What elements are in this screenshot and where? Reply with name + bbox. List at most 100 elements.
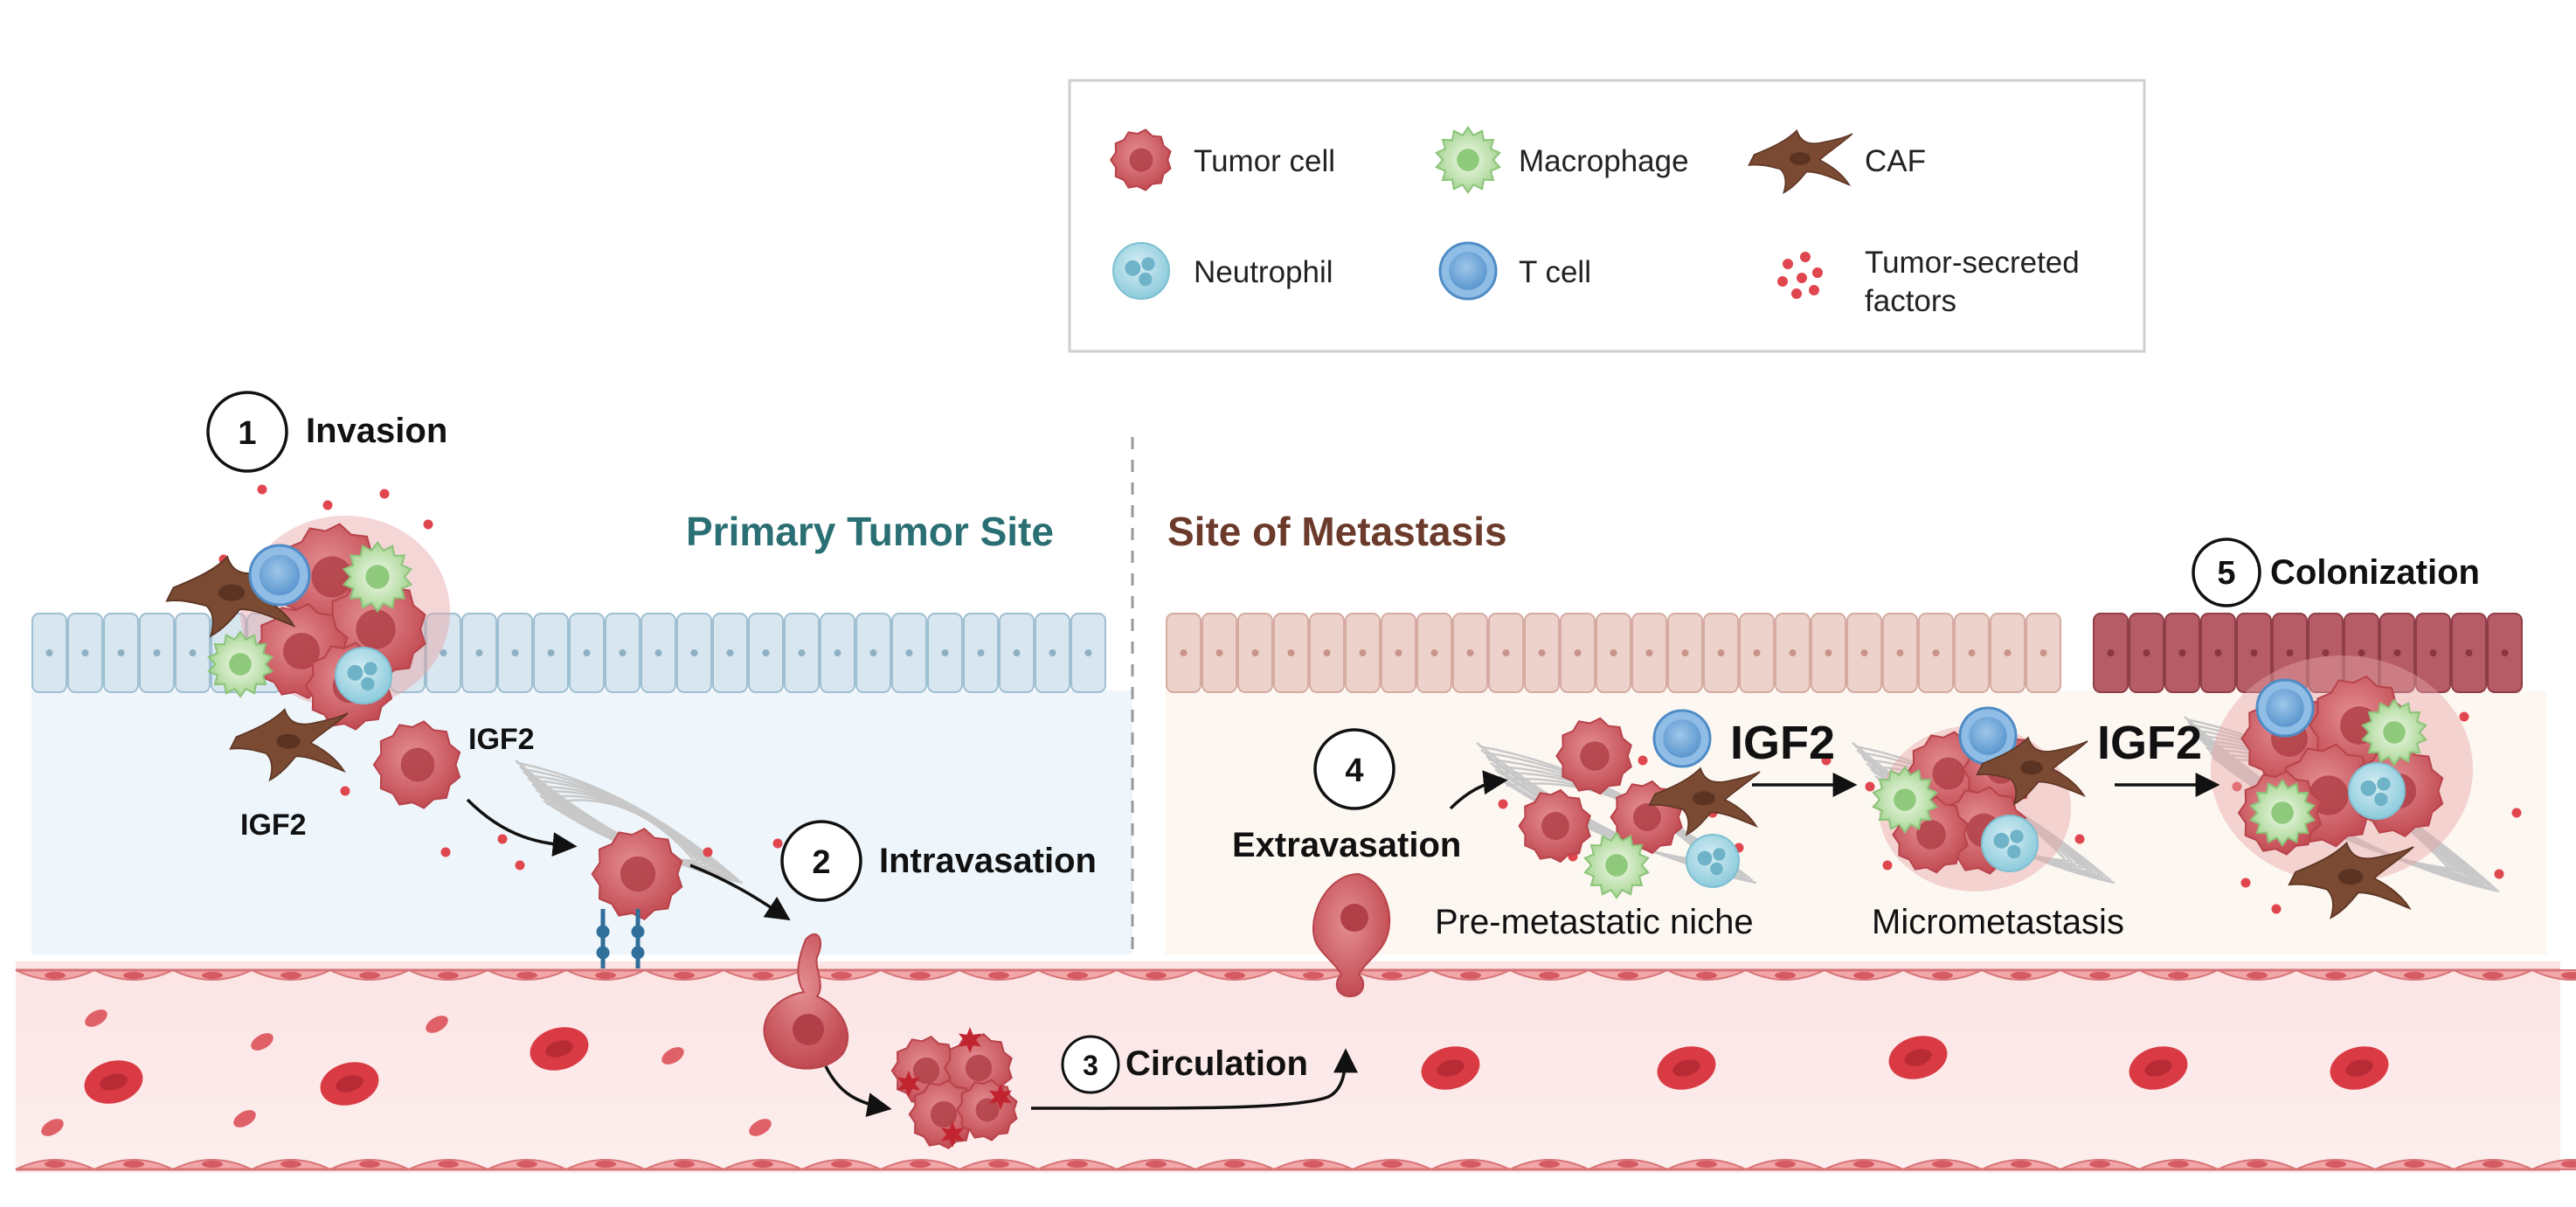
legend-factors-icon (1777, 252, 1823, 299)
step-3: 3 Circulation (1061, 1035, 1308, 1094)
legend-tumor-shape (1109, 128, 1172, 191)
legend-caf-icon (1748, 128, 1853, 195)
epithelial-cell (927, 613, 963, 693)
epithelial-cell (1452, 613, 1488, 693)
step-5: 5 Colonization (2192, 538, 2480, 607)
epithelial-cell (1273, 613, 1309, 693)
step-2-number: 2 (812, 844, 830, 881)
endothelial-cell (1745, 1159, 1825, 1170)
step-3-number: 3 (1083, 1050, 1098, 1081)
colonization-cluster (2211, 656, 2473, 919)
epithelial-cell (748, 613, 784, 693)
factor-dot (257, 484, 267, 495)
factor-dot (2240, 878, 2251, 888)
legend-tcell-shape (1438, 241, 1498, 301)
epithelial-cell (1524, 613, 1560, 693)
epithelial-cell (1918, 613, 1954, 693)
epithelial-cell (1775, 613, 1811, 693)
t-cell (1958, 706, 2018, 766)
red-blood-cell-small (85, 1009, 107, 1027)
endothelial-cell (1116, 1159, 1196, 1170)
factor-dot (2074, 834, 2085, 844)
platelet (959, 1027, 981, 1053)
epithelial-cell (2415, 613, 2451, 693)
caf-cell (2288, 841, 2414, 919)
epithelial-cell (820, 613, 855, 693)
endothelial-cell (644, 1159, 724, 1170)
intravasating-tumor-cell (591, 827, 683, 921)
red-blood-cell (2129, 1046, 2188, 1090)
endothelial-cell (2453, 969, 2533, 981)
primary-epithelium (31, 613, 1106, 693)
legend: Tumor cell Macrophage CAF Neutrophil T c… (1068, 79, 2146, 353)
metastasis-site-label: Site of Metastasis (1167, 509, 1507, 554)
epithelial-cell (784, 613, 820, 693)
factor-dot (340, 786, 350, 796)
epithelial-cell (1811, 613, 1846, 693)
epithelial-cell (426, 613, 461, 693)
tumor-cell (1518, 788, 1591, 864)
epithelial-cell (461, 613, 497, 693)
step-4-label: Extravasation (1232, 826, 1461, 864)
epithelial-cell (641, 613, 676, 693)
epithelial-cell (139, 613, 175, 693)
step-5-badge (2192, 538, 2261, 607)
micrometastasis-label: Micrometastasis (1872, 903, 2124, 941)
endothelial-cell (723, 969, 803, 981)
platelet (941, 1121, 964, 1148)
epithelial-cell (1560, 613, 1596, 693)
epithelial-cell (1488, 613, 1524, 693)
step-3-label: Circulation (1125, 1044, 1308, 1083)
epithelial-cell (1667, 613, 1703, 693)
endothelial-cell (487, 969, 567, 981)
macrophage-cell (342, 540, 413, 614)
flow-arrows (466, 770, 2220, 1118)
epithelial-cell (2308, 613, 2344, 693)
caf-cell (1648, 767, 1761, 836)
endothelial-cell (723, 1159, 803, 1170)
legend-macrophage-icon (1435, 126, 1501, 194)
factor-dot (2459, 711, 2469, 722)
factor-dot (1638, 755, 1648, 766)
igf2-label-migration: IGF2 (468, 723, 535, 756)
invasion-cluster (165, 516, 450, 782)
red-blood-cell-small (749, 1119, 772, 1136)
step-4-badge (1313, 728, 1395, 810)
platelet (989, 1084, 1012, 1110)
red-blood-cell (1421, 1046, 1480, 1090)
legend-macrophage-label: Macrophage (1519, 144, 1689, 178)
factor-dot (440, 847, 451, 857)
platelet (897, 1071, 920, 1097)
factor-dot (772, 838, 783, 849)
epithelial-cell (1882, 613, 1918, 693)
macrophage-cell (2361, 698, 2427, 767)
cell-clusters (165, 516, 2473, 1149)
t-cell (1652, 709, 1712, 768)
legend-caf-label: CAF (1865, 144, 1926, 178)
legend-neutrophil-label: Neutrophil (1194, 255, 1333, 289)
red-blood-cell (530, 1027, 589, 1071)
blood-vessel (15, 961, 2576, 1173)
circulating-tumor-cluster (890, 1027, 1018, 1149)
factor-dot (1865, 781, 1875, 792)
factor-dot (497, 834, 508, 844)
epithelial-cell (1954, 613, 1990, 693)
step-1-badge (206, 391, 288, 473)
legend-factors-label-line2: factors (1865, 284, 1956, 318)
epithelial-cell (1070, 613, 1106, 693)
factor-dot (515, 860, 525, 871)
step-2: 2 Intravasation (780, 820, 1097, 902)
neutrophil-cell (2348, 762, 2406, 820)
endothelial-cell (2374, 969, 2455, 981)
endothelial-cell (880, 969, 960, 981)
endothelial-cell (1509, 1159, 1589, 1170)
pre-metastatic-niche-cluster (1518, 709, 1761, 899)
legend-macrophage-shape (1435, 126, 1501, 194)
epithelial-cell (2487, 613, 2523, 693)
arrow-to-niche (1449, 770, 1508, 810)
epithelial-cell (1166, 613, 1201, 693)
epithelial-cell (855, 613, 891, 693)
vessel-wall-bottom (15, 1159, 2576, 1171)
endothelial-cell (1588, 969, 1668, 981)
